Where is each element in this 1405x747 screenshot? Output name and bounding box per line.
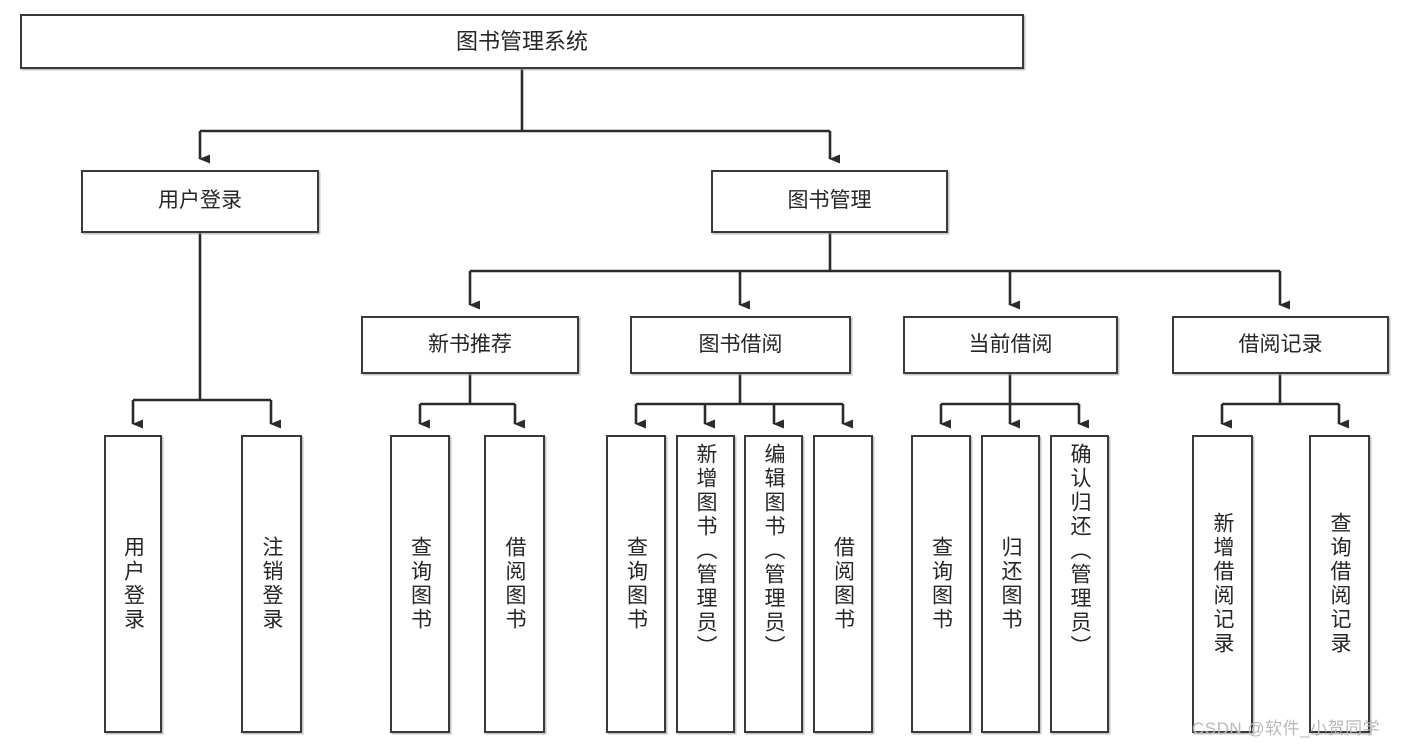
node-label: 查询图书 [624, 536, 648, 632]
node-label: 用户登录 [158, 189, 242, 213]
node-label: 借阅记录 [1238, 332, 1323, 356]
node-current-borrow[interactable]: 当前借阅 [903, 316, 1118, 374]
node-label: 新增图书（管理员） [694, 443, 717, 659]
node-user-login[interactable]: 用户登录 [81, 170, 319, 233]
leaf-borrow-edit-book-admin[interactable]: 编辑图书（管理员） [744, 435, 803, 733]
node-label: 图书借阅 [698, 332, 783, 356]
node-root[interactable]: 图书管理系统 [20, 14, 1024, 69]
node-label: 查询图书 [929, 536, 953, 632]
node-label: 确认归还（管理员） [1068, 443, 1091, 659]
leaf-newbook-query-books[interactable]: 查询图书 [390, 435, 450, 733]
node-label: 借阅图书 [831, 536, 855, 632]
leaf-borrow-add-book-admin[interactable]: 新增图书（管理员） [676, 435, 735, 733]
leaf-borrow-borrow-books[interactable]: 借阅图书 [813, 435, 873, 733]
leaf-newbook-borrow-books[interactable]: 借阅图书 [484, 435, 545, 733]
node-label: 编辑图书（管理员） [762, 443, 785, 659]
node-book-management[interactable]: 图书管理 [711, 170, 948, 233]
node-label: 用户登录 [121, 536, 145, 632]
node-label: 查询借阅记录 [1328, 512, 1351, 656]
leaf-logout[interactable]: 注销登录 [241, 435, 302, 733]
node-new-book-recommend[interactable]: 新书推荐 [361, 316, 579, 374]
leaf-current-return-books[interactable]: 归还图书 [981, 435, 1040, 733]
node-label: 图书管理系统 [455, 28, 588, 54]
node-label: 图书管理 [787, 189, 872, 213]
leaf-borrow-query-books[interactable]: 查询图书 [606, 435, 666, 733]
node-label: 新书推荐 [428, 332, 512, 356]
leaf-record-add-borrow-record[interactable]: 新增借阅记录 [1192, 435, 1253, 733]
node-label: 注销登录 [260, 536, 283, 632]
node-label: 借阅图书 [503, 536, 526, 632]
leaf-current-query-books[interactable]: 查询图书 [911, 435, 971, 733]
leaf-record-query-borrow-record[interactable]: 查询借阅记录 [1309, 435, 1370, 733]
leaf-current-confirm-return-admin[interactable]: 确认归还（管理员） [1050, 435, 1109, 733]
node-borrow-record[interactable]: 借阅记录 [1172, 316, 1389, 374]
node-label: 当前借阅 [968, 332, 1053, 356]
leaf-user-login[interactable]: 用户登录 [104, 435, 162, 733]
node-label: 查询图书 [408, 536, 432, 632]
csdn-watermark: CSDN @软件_小贺同学 [1192, 719, 1381, 738]
node-label: 新增借阅记录 [1211, 512, 1234, 656]
node-label: 归还图书 [999, 536, 1022, 632]
node-book-borrow[interactable]: 图书借阅 [630, 316, 851, 374]
